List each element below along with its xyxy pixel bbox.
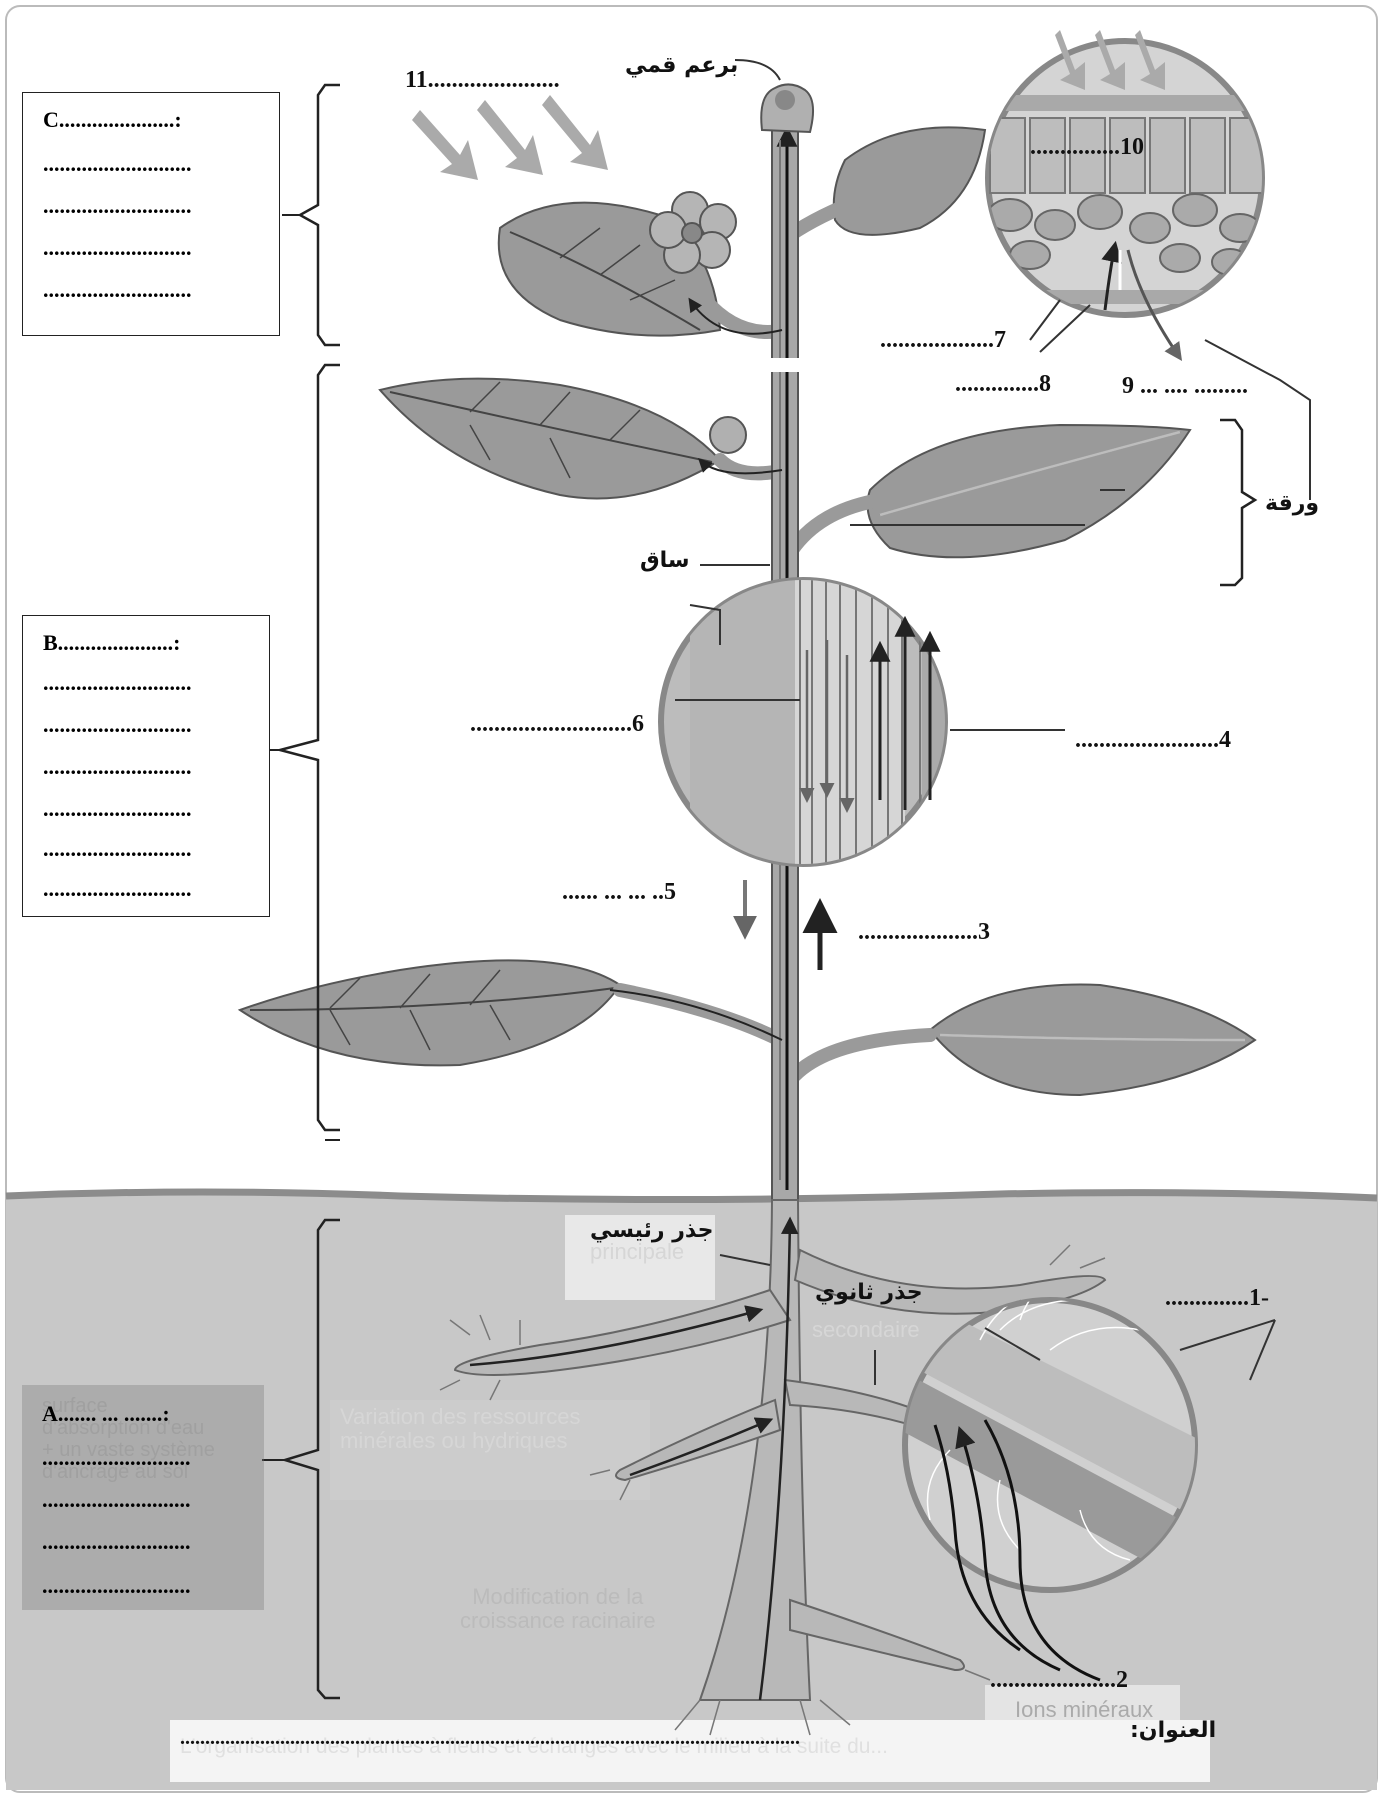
faint-secondaire: secondaire — [812, 1318, 920, 1342]
label-9: 9 — [1122, 374, 1134, 398]
box-b: B.....................: ................… — [22, 615, 270, 917]
box-a-line-2: ........................... — [42, 1489, 191, 1511]
box-c-line-2: ........................... — [43, 195, 192, 217]
label-2: .....................2 — [990, 1668, 1128, 1692]
label-apical-bud: برعم قمي — [625, 55, 738, 77]
box-b-line-5: ........................... — [43, 838, 192, 860]
label-secondary-root: جذر ثانوي — [815, 1282, 923, 1304]
label-8: ..............8 — [955, 372, 1051, 396]
faint-variation: Variation des ressources minérales ou hy… — [340, 1405, 581, 1453]
label-main-root: جذر رئيسي — [590, 1220, 713, 1242]
label-stem: ساق — [640, 550, 690, 572]
box-a-line-0: A....... ... .......: — [42, 1403, 170, 1425]
label-leaf: ورقة — [1265, 493, 1319, 515]
label-9-dots: ... .... ......... — [1140, 374, 1248, 398]
box-b-line-3: ........................... — [43, 756, 192, 778]
box-b-line-0: B.....................: — [43, 632, 181, 654]
box-b-line-4: ........................... — [43, 798, 192, 820]
label-5: ...... ... ... ..5 — [562, 880, 676, 904]
faint-modification: Modification de la croissance racinaire — [460, 1585, 656, 1633]
label-1: ..............1- — [1165, 1286, 1269, 1310]
box-a: surface d'absorption d'eau + un vaste sy… — [22, 1385, 264, 1610]
box-c-line-3: ........................... — [43, 237, 192, 259]
label-6: ...........................6 — [470, 712, 644, 736]
box-a-line-4: ........................... — [42, 1575, 191, 1597]
box-c-line-0: C.....................: — [43, 109, 182, 131]
box-c-line-4: ........................... — [43, 279, 192, 301]
box-b-line-6: ........................... — [43, 878, 192, 900]
label-title: العنوان: — [1130, 1720, 1216, 1742]
box-a-line-3: ........................... — [42, 1531, 191, 1553]
title-dots: ........................................… — [180, 1728, 800, 1748]
label-10: ...............10 — [1030, 135, 1144, 159]
label-7: ...................7 — [880, 328, 1006, 352]
box-c-line-1: ........................... — [43, 153, 192, 175]
label-11: 11...................... — [405, 68, 560, 92]
box-c: C.....................: ................… — [22, 92, 280, 336]
box-b-line-2: ........................... — [43, 714, 192, 736]
box-b-line-1: ........................... — [43, 672, 192, 694]
label-4: ........................4 — [1075, 728, 1231, 752]
faint-principale: principale — [590, 1240, 684, 1264]
label-3: ....................3 — [858, 920, 990, 944]
box-a-line-1: ........................... — [42, 1447, 191, 1469]
